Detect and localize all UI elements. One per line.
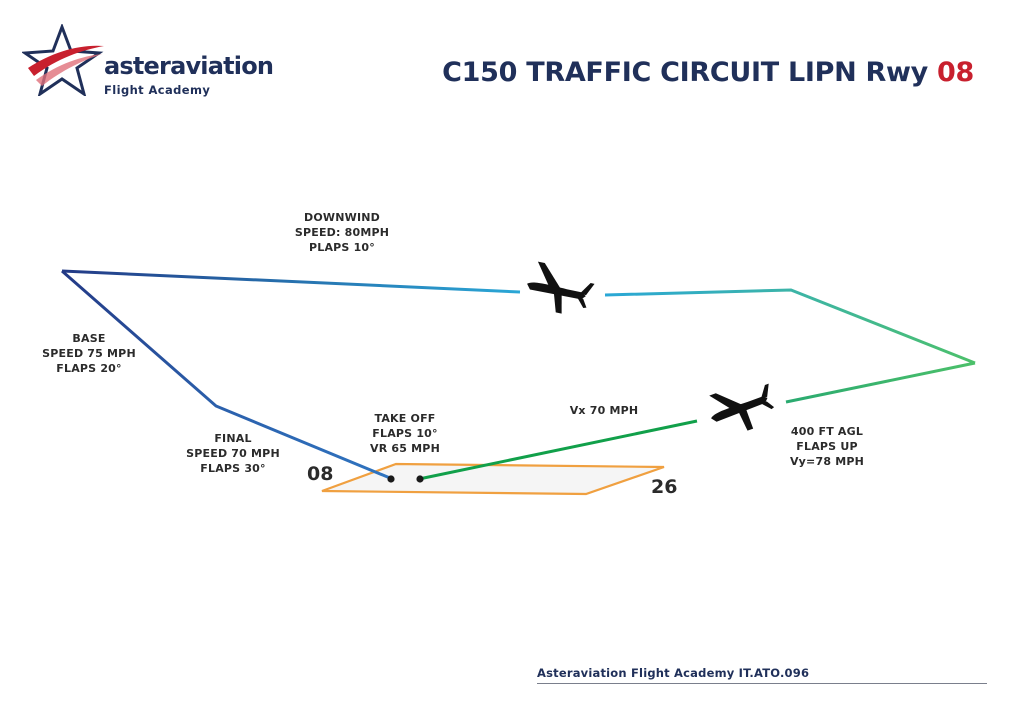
climb-label: Vx 70 MPH xyxy=(554,403,654,418)
final-speed: SPEED 70 MPH xyxy=(186,447,280,460)
downwind-flaps: PLAPS 10° xyxy=(308,241,375,254)
downwind-speed: SPEED: 80MPH xyxy=(294,226,390,239)
takeoff-climb-leg xyxy=(418,419,698,481)
takeoff-flaps: FLAPS 10° xyxy=(372,427,438,440)
crosswind-vy: Vy=78 MPH xyxy=(789,455,865,468)
crosswind-flaps: FLAPS UP xyxy=(796,440,858,453)
star-logo-icon xyxy=(22,24,104,96)
aircraft-icon xyxy=(709,383,775,431)
final-label: FINAL SPEED 70 MPH FLAPS 30° xyxy=(178,431,288,476)
crosswind-leg xyxy=(785,361,976,404)
takeoff-vr: VR 65 MPH xyxy=(370,442,440,455)
downwind-title: DOWNWIND xyxy=(304,211,380,224)
base-flaps: FLAPS 20° xyxy=(56,362,122,375)
title-runway: 08 xyxy=(937,57,974,88)
rotation-point xyxy=(416,475,424,483)
takeoff-title: TAKE OFF xyxy=(374,412,436,425)
footer-text: Asteraviation Flight Academy IT.ATO.096 xyxy=(537,666,810,680)
base-title: BASE xyxy=(72,332,106,345)
runway xyxy=(321,462,665,496)
aircraft-icon xyxy=(527,261,595,314)
runway-number-08: 08 xyxy=(307,463,334,485)
downwind-leg-east xyxy=(604,288,976,365)
base-speed: SPEED 75 MPH xyxy=(42,347,136,360)
runway-number-26: 26 xyxy=(651,476,678,498)
crosswind-altitude: 400 FT AGL xyxy=(790,425,864,438)
takeoff-label: TAKE OFF FLAPS 10° VR 65 MPH xyxy=(350,411,460,456)
downwind-label: DOWNWIND SPEED: 80MPH PLAPS 10° xyxy=(282,210,402,255)
final-title: FINAL xyxy=(214,432,252,445)
brand-subtitle: Flight Academy xyxy=(104,83,211,97)
footer-divider xyxy=(537,683,987,684)
base-label: BASE SPEED 75 MPH FLAPS 20° xyxy=(34,331,144,376)
base-final-leg xyxy=(61,269,391,480)
title-text: C150 TRAFFIC CIRCUIT LIPN Rwy xyxy=(442,57,938,88)
crosswind-label: 400 FT AGL FLAPS UP Vy=78 MPH xyxy=(772,424,882,469)
downwind-leg-west xyxy=(61,269,521,294)
touchdown-point xyxy=(387,475,395,483)
page-title: C150 TRAFFIC CIRCUIT LIPN Rwy 08 xyxy=(442,57,974,88)
brand-name: asteraviation xyxy=(104,52,274,80)
final-flaps: FLAPS 30° xyxy=(200,462,266,475)
brand-logo: asteraviation Flight Academy xyxy=(22,24,282,98)
climb-vx: Vx 70 MPH xyxy=(569,404,639,417)
